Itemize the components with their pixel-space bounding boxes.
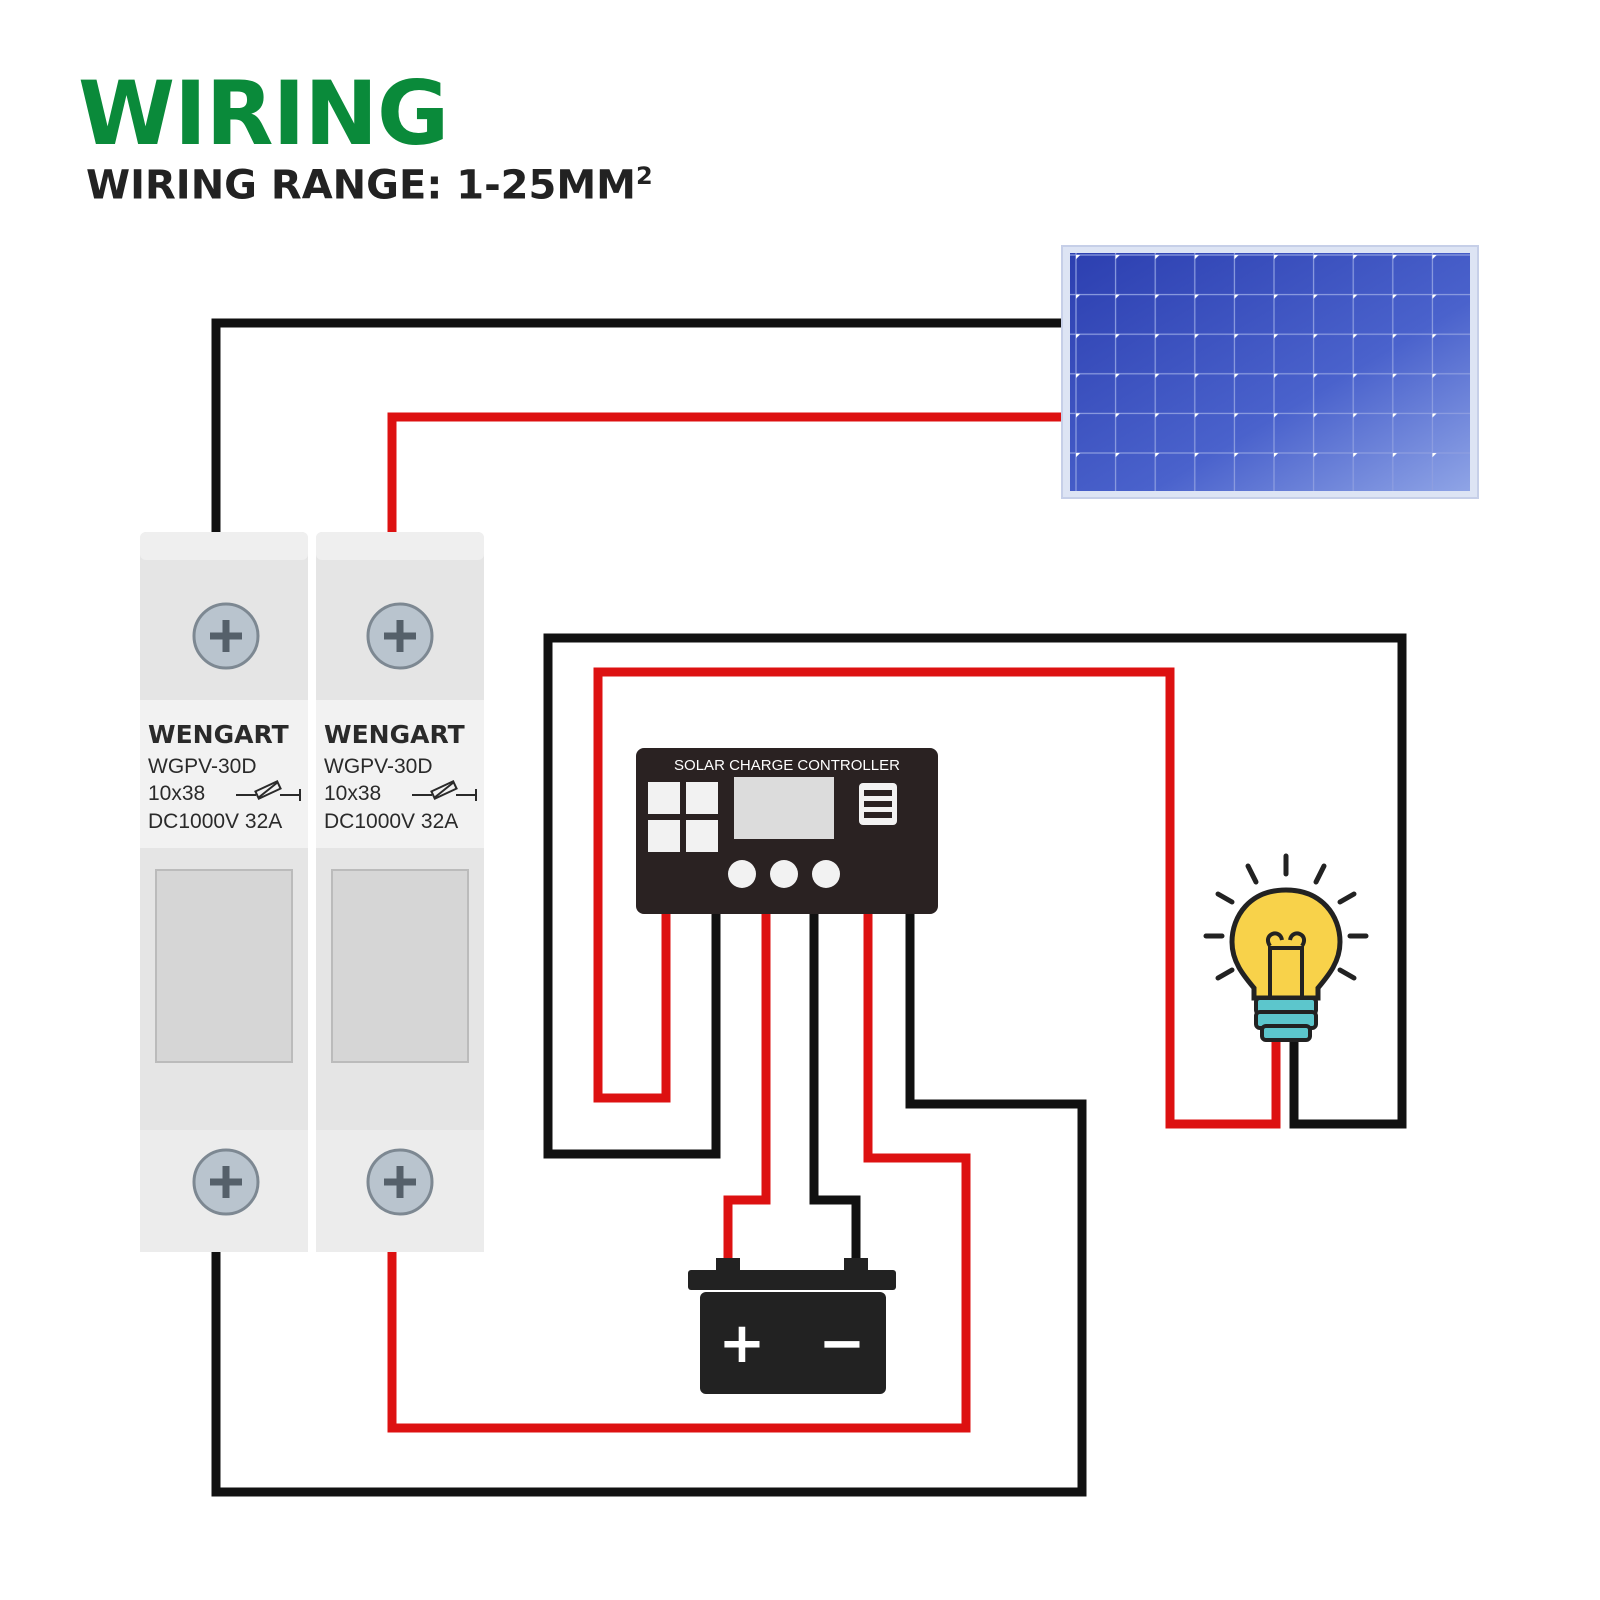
fuse-holder-left: WENGART WGPV-30D 10x38 DC1000V 32A bbox=[140, 532, 308, 1252]
wiring-range-text: WIRING RANGE: 1-25MM bbox=[86, 162, 636, 209]
battery-icon: + − bbox=[688, 1258, 896, 1394]
screw-icon bbox=[366, 602, 434, 670]
wire-battery-positive bbox=[723, 912, 771, 1262]
controller-label: SOLAR CHARGE CONTROLLER bbox=[674, 757, 900, 774]
light-bulb-icon bbox=[1203, 853, 1369, 1042]
fuse-rating: DC1000V 32A bbox=[324, 810, 458, 833]
fuse-model: WGPV-30D bbox=[324, 755, 433, 778]
wire-load-positive bbox=[593, 667, 1281, 1129]
wiring-range-subtitle: WIRING RANGE: 1-25MM2 bbox=[86, 164, 653, 205]
screw-icon bbox=[192, 602, 260, 670]
battery-positive-symbol: + bbox=[719, 1311, 766, 1376]
wires bbox=[211, 318, 1407, 1497]
screw-icon bbox=[366, 1148, 434, 1216]
fuse-brand: WENGART bbox=[324, 720, 465, 749]
wire-fuse-negative-out bbox=[211, 912, 1087, 1497]
fuse-model: WGPV-30D bbox=[148, 755, 257, 778]
fuse-holder-right: WENGART WGPV-30D 10x38 DC1000V 32A bbox=[316, 532, 484, 1252]
charge-controller-icon: SOLAR CHARGE CONTROLLER bbox=[636, 748, 938, 914]
wire-panel-positive bbox=[387, 412, 1066, 532]
screw-icon bbox=[192, 1148, 260, 1216]
wire-panel-negative bbox=[211, 318, 1066, 532]
fuse-size: 10x38 bbox=[324, 782, 381, 805]
fuse-symbol-icon bbox=[236, 779, 301, 801]
wiring-range-superscript: 2 bbox=[635, 162, 653, 190]
controller-screen bbox=[734, 777, 834, 839]
battery-negative-symbol: − bbox=[819, 1311, 866, 1376]
wire-load-negative bbox=[543, 633, 1407, 1159]
fuse-brand: WENGART bbox=[148, 720, 289, 749]
fuse-rating: DC1000V 32A bbox=[148, 810, 282, 833]
menu-icon bbox=[859, 783, 897, 825]
fuse-size: 10x38 bbox=[148, 782, 205, 805]
wire-fuse-positive-out bbox=[387, 912, 971, 1433]
page-title: WIRING bbox=[78, 62, 449, 165]
solar-panel-icon bbox=[1061, 245, 1479, 499]
fuse-symbol-icon bbox=[412, 779, 477, 801]
wire-battery-negative bbox=[809, 912, 861, 1262]
